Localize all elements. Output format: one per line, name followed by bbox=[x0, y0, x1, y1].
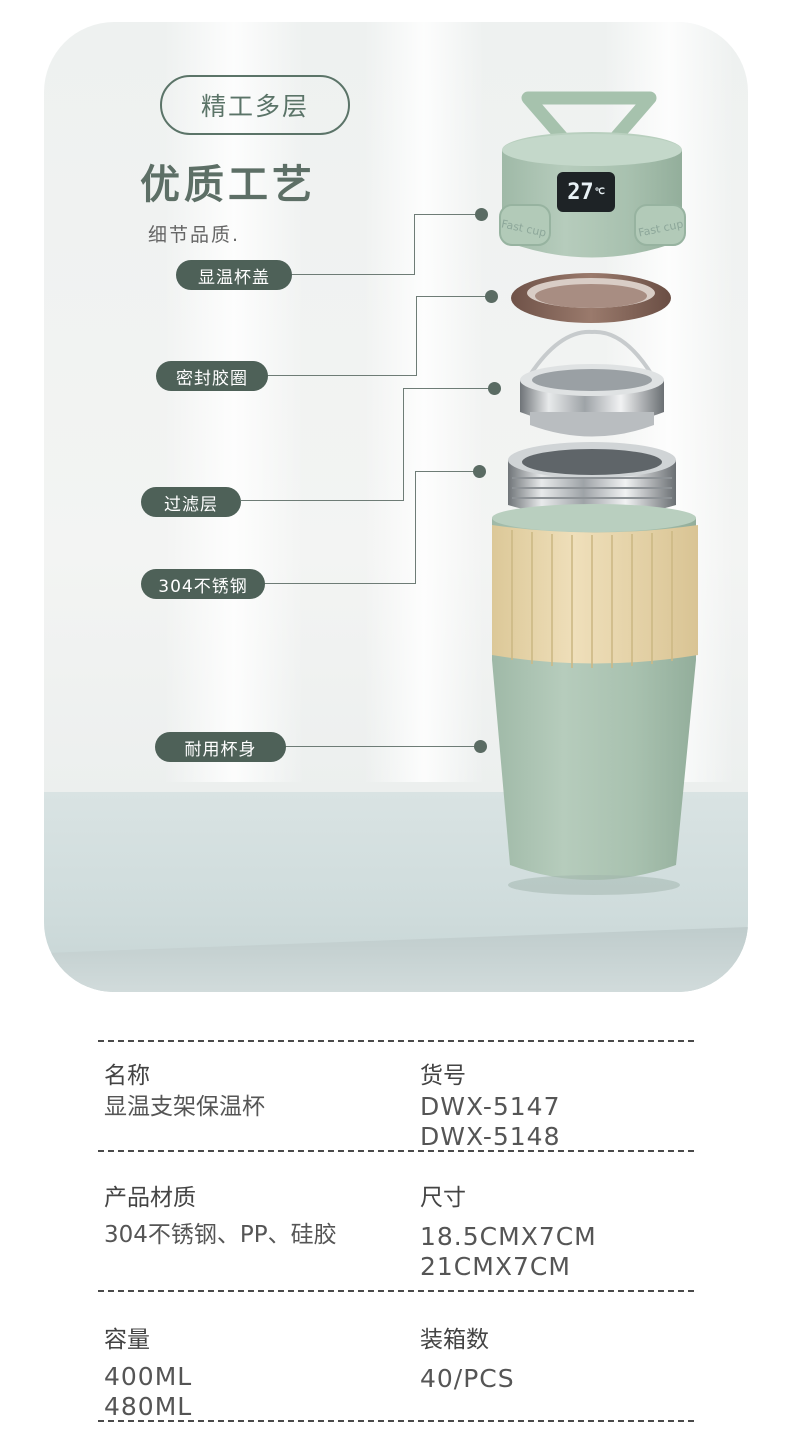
marker-dot bbox=[473, 465, 486, 478]
spec-value: 显温支架保温杯 bbox=[104, 1094, 265, 1120]
temperature-display: 27℃ bbox=[557, 172, 615, 212]
cup-body bbox=[492, 504, 698, 895]
spec-size: 尺寸 18.5CMX7CM 21CMX7CM bbox=[420, 1178, 597, 1282]
spec-row: 名称 显温支架保温杯 货号 DWX-5147 DWX-5148 bbox=[98, 1042, 694, 1152]
temperature-value: 27 bbox=[567, 179, 594, 205]
leader-steel-top bbox=[415, 471, 480, 472]
spec-value: 40/PCS bbox=[420, 1364, 515, 1393]
spec-value: 21CMX7CM bbox=[420, 1252, 571, 1281]
callout-lid: 显温杯盖 bbox=[176, 260, 292, 290]
spec-row: 产品材质 304不锈钢、PP、硅胶 尺寸 18.5CMX7CM 21CMX7CM bbox=[98, 1152, 694, 1290]
feature-tag: 精工多层 bbox=[160, 75, 350, 135]
spec-row: 容量 400ML 480ML 装箱数 40/PCS bbox=[98, 1292, 694, 1422]
spec-value: 18.5CMX7CM bbox=[420, 1222, 597, 1251]
leader-lid bbox=[291, 214, 415, 275]
spec-table: 名称 显温支架保温杯 货号 DWX-5147 DWX-5148 产品材质 304… bbox=[98, 1040, 694, 1422]
tea-filter bbox=[520, 329, 664, 437]
leader-seal bbox=[267, 296, 417, 376]
spec-material: 产品材质 304不锈钢、PP、硅胶 bbox=[104, 1178, 337, 1250]
curtain-light bbox=[164, 22, 304, 782]
spec-key: 装箱数 bbox=[420, 1327, 489, 1353]
spec-sku: 货号 DWX-5147 DWX-5148 bbox=[420, 1056, 561, 1152]
callout-seal: 密封胶圈 bbox=[156, 361, 268, 391]
spec-key: 名称 bbox=[104, 1063, 150, 1089]
callout-steel: 304不锈钢 bbox=[141, 569, 265, 599]
spec-key: 产品材质 bbox=[104, 1185, 196, 1211]
divider bbox=[98, 1420, 694, 1422]
callout-filter: 过滤层 bbox=[141, 487, 241, 517]
curtain-light bbox=[364, 22, 484, 782]
spec-packing: 装箱数 40/PCS bbox=[420, 1320, 515, 1394]
spec-value: 304不锈钢、PP、硅胶 bbox=[104, 1222, 337, 1248]
spec-value: DWX-5147 bbox=[420, 1092, 561, 1121]
marker-dot bbox=[475, 208, 488, 221]
leader-filter-top bbox=[403, 388, 495, 389]
marker-dot bbox=[488, 382, 501, 395]
spec-key: 货号 bbox=[420, 1063, 466, 1089]
page-subtitle: 细节品质. bbox=[148, 224, 241, 246]
spec-key: 尺寸 bbox=[420, 1185, 466, 1211]
seal-ring bbox=[511, 273, 671, 323]
leader-body bbox=[285, 746, 480, 747]
spec-value: DWX-5148 bbox=[420, 1122, 561, 1151]
spec-name: 名称 显温支架保温杯 bbox=[104, 1056, 265, 1122]
spec-value: 400ML bbox=[104, 1362, 193, 1391]
marker-dot bbox=[474, 740, 487, 753]
page-title: 优质工艺 bbox=[140, 162, 316, 208]
divider bbox=[98, 1290, 694, 1292]
tumbler-exploded-view bbox=[492, 91, 698, 895]
marker-dot bbox=[485, 290, 498, 303]
divider bbox=[98, 1040, 694, 1042]
spec-key: 容量 bbox=[104, 1327, 150, 1353]
divider bbox=[98, 1150, 694, 1152]
leader-lid-top bbox=[414, 214, 482, 215]
temperature-unit: ℃ bbox=[594, 187, 605, 197]
leader-seal-top bbox=[416, 296, 492, 297]
spec-value: 480ML bbox=[104, 1392, 193, 1421]
leader-filter bbox=[241, 388, 404, 501]
leader-steel bbox=[264, 471, 416, 584]
callout-body: 耐用杯身 bbox=[155, 732, 286, 762]
steel-inner-rim bbox=[508, 442, 676, 518]
spec-capacity: 容量 400ML 480ML bbox=[104, 1320, 192, 1422]
